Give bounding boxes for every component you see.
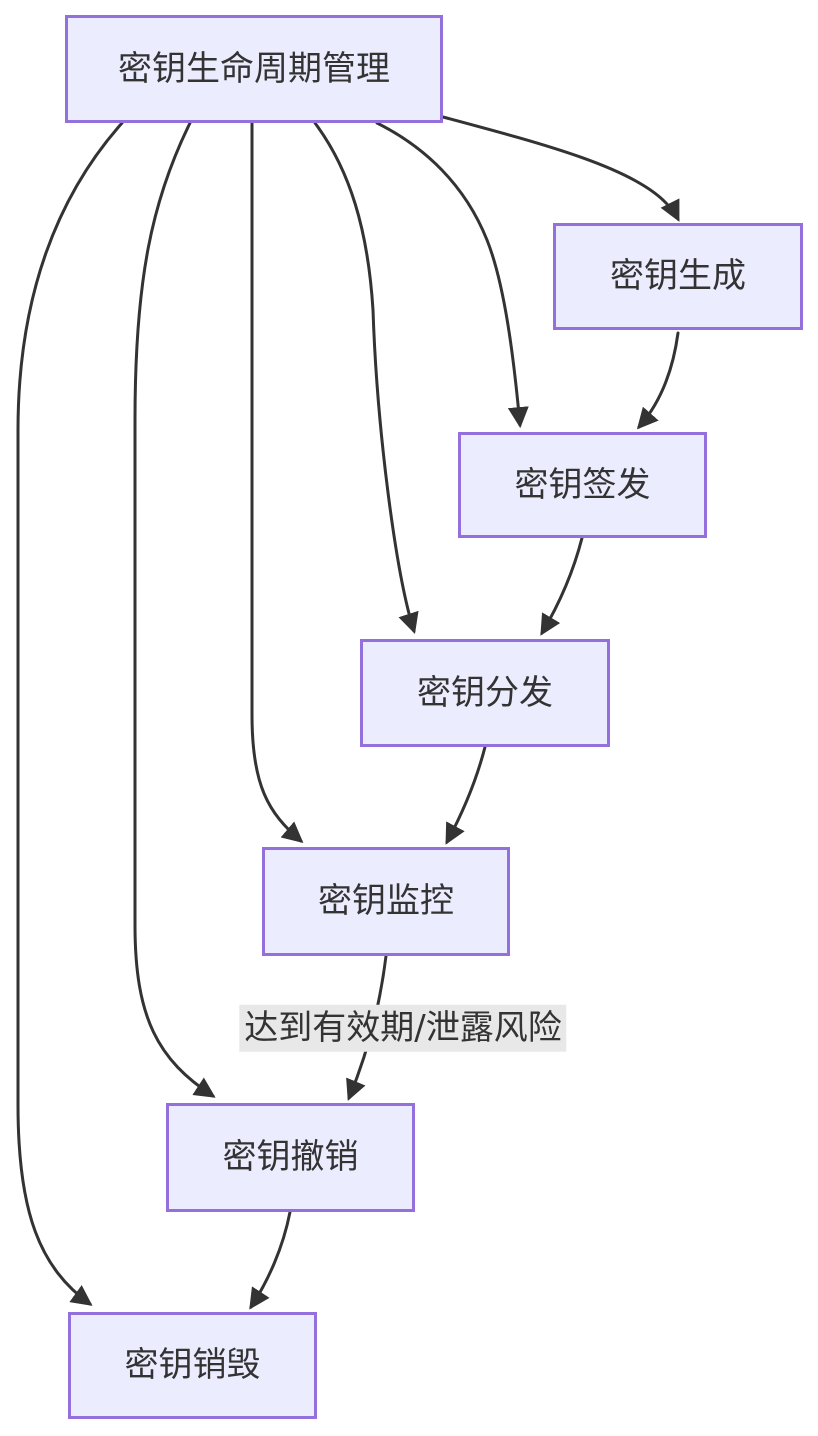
edge-lifecycle-to-generation	[441, 115, 680, 222]
node-key-destruction: 密钥销毁	[68, 1312, 317, 1419]
edge-lifecycle-to-destruction	[16, 121, 124, 1306]
edge-lifecycle-to-distribution	[313, 121, 419, 634]
node-key-revocation: 密钥撤销	[166, 1103, 415, 1212]
node-label: 密钥签发	[514, 464, 651, 505]
edge-lifecycle-to-issuance	[375, 121, 529, 429]
node-label: 密钥销毁	[124, 1345, 261, 1386]
node-label: 密钥分发	[417, 672, 553, 713]
node-key-monitoring: 密钥监控	[262, 847, 510, 956]
edge-label-e-f: 达到有效期/泄露风险	[239, 1004, 567, 1052]
node-key-issuance: 密钥签发	[458, 432, 707, 538]
node-label: 密钥生成	[610, 256, 746, 297]
edge-lifecycle-to-monitoring	[250, 121, 304, 844]
edge-lifecycle-to-revocation	[133, 121, 216, 1098]
node-key-lifecycle-management: 密钥生命周期管理	[65, 15, 443, 123]
edge-issuance-to-distribution	[540, 536, 584, 636]
node-label: 密钥监控	[318, 881, 454, 922]
edge-generation-to-issuance	[636, 331, 680, 430]
node-label: 密钥生命周期管理	[118, 48, 390, 89]
node-label: 密钥撤销	[222, 1137, 359, 1178]
node-key-distribution: 密钥分发	[360, 639, 610, 747]
node-key-generation: 密钥生成	[553, 223, 803, 330]
edge-distribution-to-monitoring	[445, 745, 487, 845]
edge-revocation-to-destruction	[249, 1210, 292, 1310]
